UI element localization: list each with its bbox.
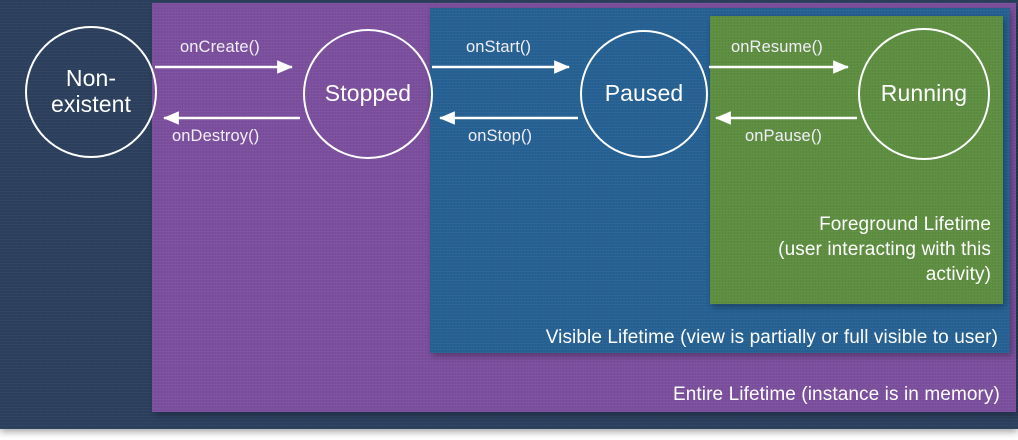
foreground-lifetime-caption: Foreground Lifetime (user interacting wi… xyxy=(778,214,991,286)
state-label-paused: Paused xyxy=(604,80,684,107)
transition-label-onstart: onStart() xyxy=(466,38,532,56)
transition-label-onpause: onPause() xyxy=(745,127,823,145)
entire-lifetime-caption: Entire Lifetime (instance is in memory) xyxy=(672,384,1000,405)
visible-lifetime-caption: Visible Lifetime (view is partially or f… xyxy=(545,327,998,348)
state-label-stopped: Stopped xyxy=(324,80,412,107)
state-label-non-existent: Non- existent xyxy=(50,65,132,117)
state-node-paused[interactable]: Paused xyxy=(580,30,708,158)
state-node-running[interactable]: Running xyxy=(858,28,990,160)
state-label-running: Running xyxy=(880,80,968,107)
state-node-stopped[interactable]: Stopped xyxy=(303,29,433,159)
transition-label-onstop: onStop() xyxy=(468,127,533,145)
transition-label-oncreate: onCreate() xyxy=(180,38,260,56)
state-node-non-existent[interactable]: Non- existent xyxy=(25,26,157,158)
transition-label-ondestroy: onDestroy() xyxy=(172,127,260,145)
transition-label-onresume: onResume() xyxy=(731,38,823,56)
